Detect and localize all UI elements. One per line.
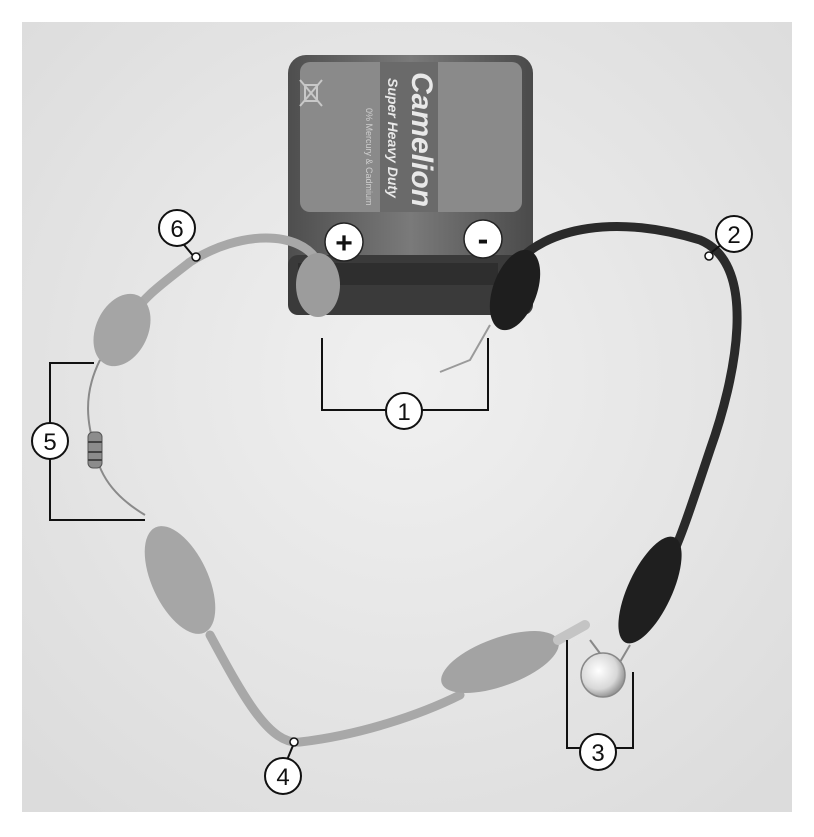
callout-3-text: 3 [591,740,604,767]
minus-sign-text: - [478,221,489,257]
callout-1: 1 [385,392,423,430]
callout-5: 5 [31,422,69,460]
callout-1-text: 1 [397,399,410,426]
callout-4: 4 [264,757,302,795]
black-clip-led [618,536,682,644]
red-wire [87,233,590,747]
callout-2: 2 [715,215,753,253]
red-clip-led [441,631,559,693]
led [580,639,631,698]
red-clip-battery [296,253,340,317]
black-clip-battery [489,249,541,331]
battery-model-text: Super Heavy Duty [385,78,401,199]
battery: Camelion Super Heavy Duty 0% Mercury & C… [288,55,533,315]
callout-6-text: 6 [170,216,183,243]
plus-sign-text: + [335,227,353,260]
callout-3: 3 [579,733,617,771]
callout-2-text: 2 [727,222,740,249]
plus-terminal-badge [324,222,364,262]
battery-note-text: 0% Mercury & Cadmium [364,108,374,206]
minus-terminal-badge [463,219,503,259]
battery-brand-text: Camelion [405,72,438,207]
red-clip-resistor [144,526,216,634]
red-clip-upper-left [93,293,151,367]
resistor [87,431,103,469]
callout-dots [191,251,714,747]
recycle-bin-icon [299,79,323,107]
black-wire [439,222,742,644]
callout-4-text: 4 [276,764,289,791]
callout-5-text: 5 [43,429,56,456]
callout-6: 6 [158,209,196,247]
